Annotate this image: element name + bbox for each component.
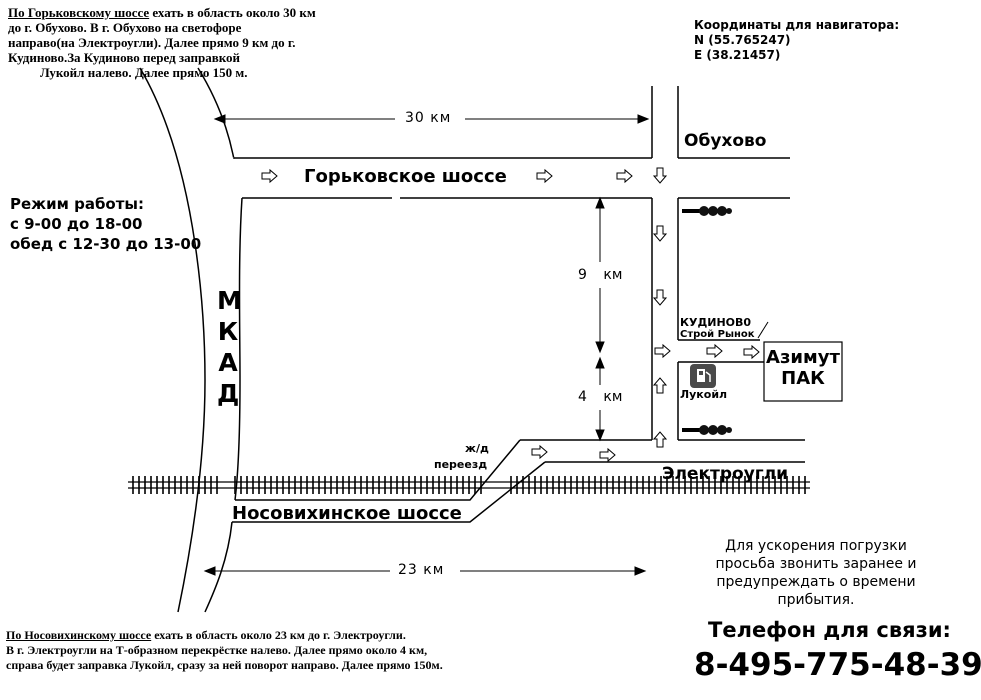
instruction-line: ехать в область около 30 км [149, 5, 316, 20]
nosovikhinskoe-highway [232, 439, 546, 523]
traffic-light-icon [682, 425, 732, 435]
mkad-letter: А [218, 348, 238, 377]
mkad-letter: К [217, 317, 239, 346]
destination-name: ПАК [781, 368, 825, 389]
instruction-line: до г. Обухово. В г. Обухово на светофоре [8, 20, 242, 35]
elektrougli-road [520, 197, 805, 463]
nosovikhinskoe-route-link: По Носовихинскому шоссе [6, 628, 152, 642]
note-line: прибытия. [777, 592, 855, 608]
instruction-line: Лукойл налево. Далее прямо 150 м. [40, 65, 248, 80]
instruction-line: направо(на Электроугли). Далее прямо 9 к… [8, 35, 296, 50]
callout-line [757, 321, 769, 339]
working-hours: Режим работы: с 9-00 до 18-00 обед с 12-… [10, 194, 201, 254]
instruction-line: В г. Электроугли на Т-образном перекрёст… [6, 643, 428, 657]
loading-note: Для ускорения погрузки просьба звонить з… [706, 537, 926, 609]
mkad-ring-road [139, 67, 243, 613]
route-instructions-bottom: По Носовихинскому шоссе ехать в область … [6, 628, 443, 673]
kudinovo-label: КУДИНОВ0 [680, 316, 752, 329]
contact-label: Телефон для связи: [708, 618, 951, 642]
note-line: просьба звонить заранее и [715, 556, 917, 572]
coordinates-title: Координаты для навигатора: [694, 18, 900, 32]
distance-23km-label: 23 км [398, 562, 445, 578]
railway-crossing-label: переезд [434, 458, 488, 471]
nosovikhinskoe-highway-label: Носовихинское шоссе [232, 503, 462, 524]
coordinate-longitude: E (38.21457) [694, 48, 781, 62]
gorkovskoe-route-link: По Горьковскому шоссе [8, 5, 150, 20]
note-line: предупреждать о времени [716, 574, 916, 590]
distance-30km-label: 30 км [405, 110, 452, 126]
gorkovskoe-highway [234, 86, 790, 199]
working-hours-title: Режим работы: [10, 195, 144, 213]
instruction-line: справа будет заправка Лукойл, сразу за н… [6, 658, 443, 672]
distance-4km-label: 4 км [578, 389, 623, 405]
distance-markers [203, 114, 650, 576]
instruction-line: ехать в область около 23 км до г. Электр… [151, 628, 406, 642]
coordinate-latitude: N (55.765247) [694, 33, 791, 47]
note-line: Для ускорения погрузки [725, 538, 907, 554]
lukoil-label: Лукойл [680, 388, 728, 401]
mkad-letter: М [217, 286, 242, 315]
contact-phone[interactable]: 8-495-775-48-39 [694, 647, 981, 683]
mkad-label: М К А Д [217, 285, 242, 409]
navigator-coordinates: Координаты для навигатора: N (55.765247)… [694, 18, 899, 63]
elektrougli-town-label: Электроугли [662, 464, 789, 484]
distance-9km-label: 9 км [578, 267, 623, 283]
destination-box [763, 341, 843, 402]
traffic-light-icon [682, 206, 732, 216]
working-hours-time: с 9-00 до 18-00 [10, 215, 143, 233]
railway-crossing-label: ж/д [465, 442, 489, 455]
mkad-letter: Д [217, 379, 240, 408]
obukhovo-town-label: Обухово [684, 131, 767, 151]
gorkovskoe-highway-label: Горьковское шоссе [304, 166, 507, 187]
instruction-line: Кудиново.За Кудиново перед заправкой [8, 50, 241, 65]
destination-name: Азимут [766, 347, 840, 368]
stroi-rynok-label: Строй Рынок [680, 329, 755, 340]
fuel-station-icon [690, 364, 716, 388]
destination-label: Азимут ПАК [764, 347, 842, 389]
route-instructions-top: По Горьковскому шоссе ехать в область ок… [8, 5, 316, 80]
railway [128, 476, 810, 494]
lunch-break: обед с 12-30 до 13-00 [10, 235, 202, 253]
